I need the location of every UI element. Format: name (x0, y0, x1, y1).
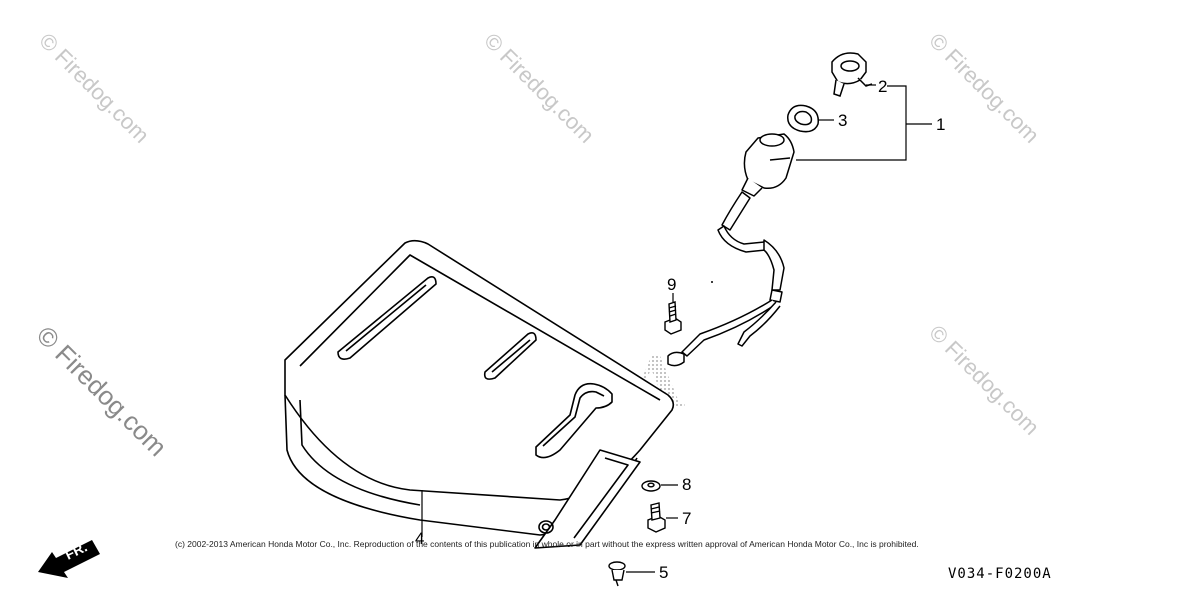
callout-bracket (796, 85, 932, 161)
callout-8: 8 (682, 475, 691, 494)
clip-part (608, 561, 626, 587)
callout-1: 1 (936, 115, 945, 134)
diagram-code: V034-F0200A (948, 566, 1052, 582)
callout-5: 5 (659, 563, 668, 582)
callout-4: 4 (415, 529, 424, 548)
stray-dot (711, 281, 713, 283)
callout-3: 3 (838, 111, 847, 130)
copyright-notice: (c) 2002-2013 American Honda Motor Co., … (175, 539, 919, 549)
socket-harness-part (667, 133, 795, 367)
callout-7: 7 (682, 509, 691, 528)
cover-part (284, 239, 675, 549)
front-direction-arrow: FR. (38, 538, 100, 578)
screw-part (664, 301, 682, 335)
callout-2: 2 (878, 77, 887, 96)
gasket-part (787, 104, 819, 133)
callout-9: 9 (667, 275, 676, 294)
bulb-part (831, 52, 873, 97)
washer-part (641, 480, 661, 492)
bolt-part (647, 502, 666, 533)
